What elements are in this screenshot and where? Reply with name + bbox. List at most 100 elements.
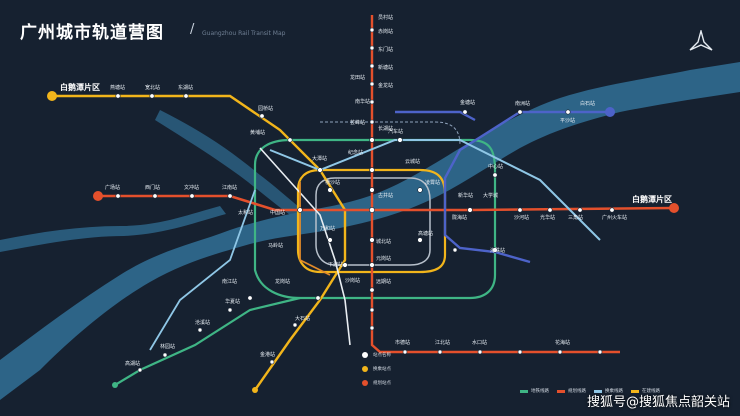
station-label: 高湖站 — [125, 360, 140, 367]
station-label: 平沙站 — [560, 117, 575, 124]
legend-label: 站点名称 — [373, 353, 391, 358]
station-label: 西门站 — [145, 184, 160, 191]
legend-label: 规划线路 — [568, 389, 586, 394]
legend-label: 换乘站点 — [373, 367, 391, 372]
legend-item: 换乘站点 — [362, 362, 391, 376]
station-label: 三角站 — [568, 214, 583, 221]
watermark: 搜狐号@搜狐焦点韶关站 — [586, 395, 730, 410]
station-label: 燕塘站 — [110, 84, 125, 91]
legend-item: 规划站点 — [362, 376, 391, 390]
station-label: 太和站 — [238, 209, 253, 216]
terminal-red-right[interactable] — [669, 203, 679, 213]
station-label: 龙岗站 — [275, 278, 290, 285]
station-label: 员村站 — [378, 14, 393, 21]
station-label: 广州火车站 — [602, 214, 627, 221]
river-branch — [155, 110, 310, 222]
legend-line-item: 换乘线路 — [594, 388, 623, 394]
station-label: 沙河站 — [514, 214, 529, 221]
line-purple-2 — [395, 110, 476, 122]
station-label: 金港站 — [260, 351, 275, 358]
terminal-left[interactable] — [47, 91, 57, 101]
station-label: 万和站 — [320, 225, 335, 232]
legend-lines: 地铁线路 规划线路 换乘线路 在建线路 — [520, 388, 660, 394]
ring-dashed — [320, 121, 461, 146]
legend-dot-icon — [362, 352, 368, 358]
line-green-branch — [114, 296, 301, 386]
station-label: 宽北站 — [145, 84, 160, 91]
station-label: 文冲站 — [184, 184, 199, 191]
compass-icon — [689, 30, 713, 51]
terminal-purple-right[interactable] — [605, 107, 615, 117]
station-label: 长湖站 — [378, 125, 393, 132]
station-label: 市德站 — [395, 339, 410, 346]
legend-swatch-icon — [631, 389, 639, 393]
legend-swatch-icon — [520, 389, 528, 393]
station-label: 金塘站 — [460, 99, 475, 106]
legend-line-item: 地铁线路 — [520, 388, 549, 394]
station-label: 南江站 — [222, 278, 237, 285]
legend-label: 规划站点 — [373, 381, 391, 386]
station-label: 远期站 — [376, 278, 391, 285]
terminal-yellow-bottom[interactable] — [252, 387, 258, 393]
river-west — [0, 206, 226, 252]
station-dots — [115, 27, 615, 373]
legend-swatch-icon — [594, 389, 602, 393]
station-label: 大学城 — [483, 192, 498, 199]
station-label: 汽车站 — [388, 128, 403, 135]
station-label: 元岗站 — [376, 255, 391, 262]
station-label: 大石站 — [295, 315, 310, 322]
station-label: 华夏站 — [225, 298, 240, 305]
station-label: 下渡站 — [328, 261, 343, 268]
station-label: 江北站 — [435, 339, 450, 346]
station-label: 凌霄站 — [425, 179, 440, 186]
station-label: 园桥站 — [258, 105, 273, 112]
legend-label: 换乘线路 — [605, 389, 623, 394]
station-label: 江南站 — [222, 184, 237, 191]
station-label: 南洲站 — [515, 100, 530, 107]
line-light-blue — [269, 139, 601, 241]
title-divider: / — [190, 22, 195, 37]
river — [0, 62, 740, 400]
ring-grey — [315, 177, 431, 266]
station-label: 大潭站 — [312, 155, 327, 162]
station-label: 黄埔站 — [250, 129, 265, 136]
ring-yellow — [296, 168, 447, 274]
legend-item: 站点名称 — [362, 348, 391, 362]
page-title: 广州城市轨道营图 — [20, 23, 164, 43]
terminal-red-left[interactable] — [93, 191, 103, 201]
line-red — [98, 194, 675, 212]
line-light-blue-2 — [149, 189, 256, 351]
station-label: 中国站 — [270, 209, 285, 216]
station-label: 高塘站 — [418, 230, 433, 237]
station-label: 海珠站 — [490, 247, 505, 254]
terminal-label-left: 白鹅潭片区 — [60, 82, 100, 92]
station-label: 古井站 — [378, 192, 393, 199]
station-label: 芸峰站 — [350, 119, 365, 126]
legend-dot-icon — [362, 366, 368, 372]
station-labels: 白鹅潭片区 白鹅潭片区 燕塘站 宽北站 东湖站 园桥站 黄埔站 广场站 西门站 … — [60, 14, 672, 367]
station-label: 马岭站 — [268, 242, 283, 249]
station-label: 光华站 — [540, 214, 555, 221]
legend-line-item: 在建线路 — [631, 388, 660, 394]
legend-dot-icon — [362, 380, 368, 386]
station-label: 花海站 — [555, 339, 570, 346]
page-subtitle: Guangzhou Rail Transit Map — [202, 30, 286, 37]
station-label: 沧溪站 — [195, 319, 210, 326]
legend-line-item: 规划线路 — [557, 388, 586, 394]
station-label: 东湖站 — [178, 84, 193, 91]
station-label: 城北站 — [376, 238, 391, 245]
station-label: 广场站 — [105, 184, 120, 191]
station-label: 陇海站 — [452, 214, 467, 221]
station-label: 南华站 — [355, 98, 370, 105]
line-purple — [443, 110, 610, 264]
terminal-label-right: 白鹅潭片区 — [632, 194, 672, 204]
terminal-green-bottom[interactable] — [112, 382, 118, 388]
station-label: 中心站 — [488, 163, 503, 170]
station-label: 东门站 — [378, 46, 393, 53]
line-red-vertical — [370, 15, 620, 354]
station-label: 白石站 — [580, 100, 595, 107]
station-label: 林园站 — [160, 343, 175, 350]
station-label: 横沙站 — [325, 179, 340, 186]
station-label: 新塘站 — [378, 64, 393, 71]
